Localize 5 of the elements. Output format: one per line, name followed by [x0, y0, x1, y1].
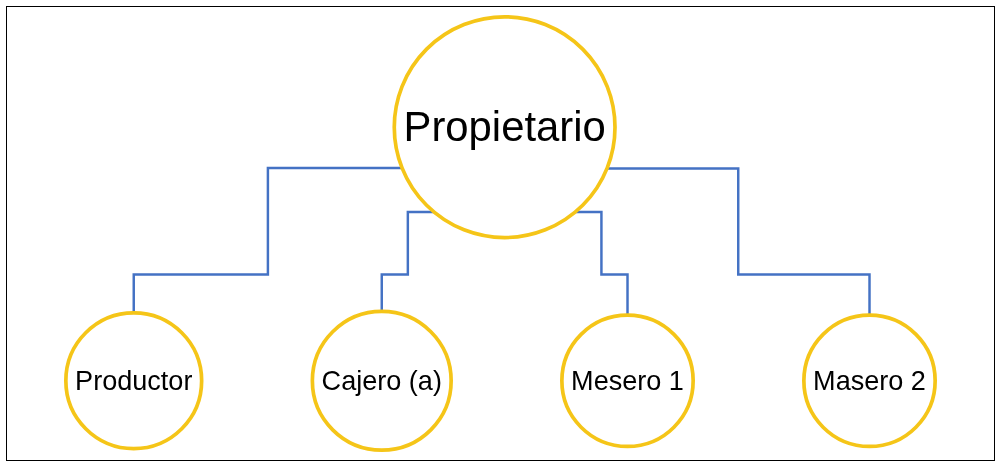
node-circle: Mesero 1: [560, 313, 695, 449]
node-circle: Productor: [64, 311, 204, 451]
node-circle: Propietario: [392, 15, 617, 240]
node-circle: Masero 2: [802, 313, 937, 449]
node-circle: Cajero (a): [310, 309, 453, 452]
